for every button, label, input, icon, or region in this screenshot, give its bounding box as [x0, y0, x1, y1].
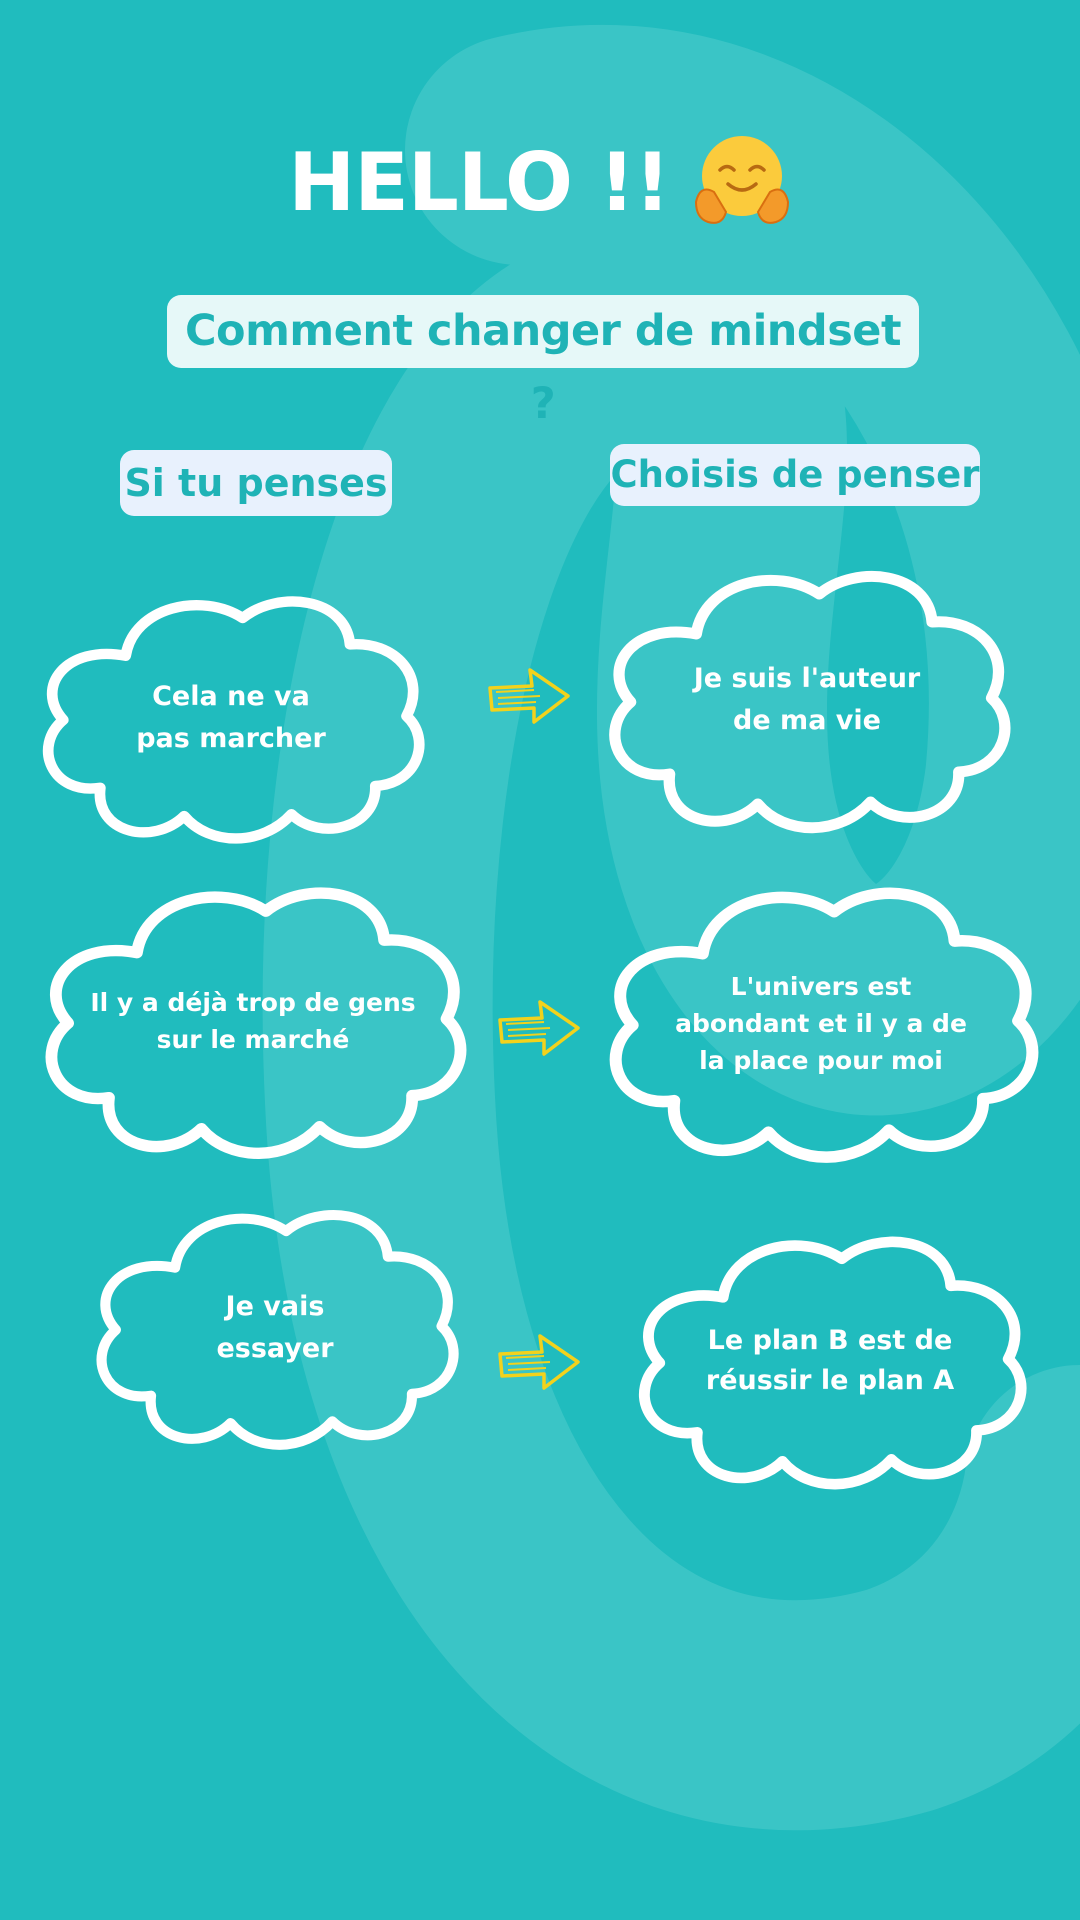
subtitle-pill: Comment changer de mindset ?	[167, 295, 919, 429]
thought-cloud: Il y a déjà trop de gens sur le marché	[38, 876, 468, 1166]
reframe-text: Je suis l'auteur de ma vie	[693, 663, 921, 736]
thought-text: Cela ne va pas marcher	[136, 681, 326, 754]
hello-text: HELLO !!	[288, 135, 671, 229]
left-column-title: Si tu penses	[120, 450, 392, 516]
hugging-face-icon	[694, 136, 789, 224]
hello-heading: HELLO !!	[0, 132, 1080, 232]
arrow-right-icon	[498, 1000, 580, 1056]
arrow-right-icon	[488, 668, 570, 724]
thought-text: Il y a déjà trop de gens sur le marché	[90, 988, 416, 1054]
thought-text: Je vais essayer	[216, 1291, 334, 1364]
thought-cloud: Je vais essayer	[90, 1200, 460, 1456]
reframe-cloud: Je suis l'auteur de ma vie	[602, 560, 1012, 840]
reframe-text: L'univers est abondant et il y a de la p…	[675, 971, 967, 1075]
thought-cloud: Cela ne va pas marcher	[36, 586, 426, 850]
reframe-text: Le plan B est de réussir le plan A	[705, 1325, 955, 1396]
reframe-cloud: Le plan B est de réussir le plan A	[632, 1226, 1028, 1496]
arrow-right-icon	[498, 1334, 580, 1390]
right-column-title: Choisis de penser	[610, 444, 980, 506]
reframe-cloud: L'univers est abondant et il y a de la p…	[602, 876, 1040, 1170]
